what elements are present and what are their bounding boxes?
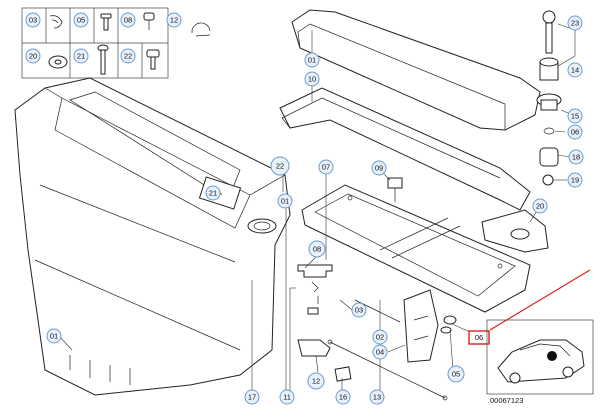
callout-16: 16 bbox=[335, 389, 351, 405]
svg-text:13: 13 bbox=[373, 393, 381, 402]
callout-20-lid: 20 bbox=[532, 198, 548, 214]
callout-13: 13 bbox=[369, 389, 385, 405]
svg-text:11: 11 bbox=[283, 393, 291, 402]
callout-03-hinge: 03 bbox=[351, 302, 367, 318]
callout-02: 02 bbox=[372, 329, 388, 345]
svg-text:16: 16 bbox=[339, 393, 347, 402]
svg-text:08: 08 bbox=[313, 245, 321, 254]
svg-text:02: 02 bbox=[376, 333, 384, 342]
lid-frame bbox=[279, 87, 531, 211]
long-screw-part bbox=[97, 44, 109, 75]
svg-text:18: 18 bbox=[572, 153, 580, 162]
callout-21: 21 bbox=[73, 48, 89, 64]
callout-12-hinge: 12 bbox=[307, 372, 325, 390]
svg-text:06: 06 bbox=[571, 128, 579, 137]
callout-07: 07 bbox=[318, 159, 334, 175]
svg-text:05: 05 bbox=[77, 16, 85, 25]
svg-text:01: 01 bbox=[308, 56, 316, 65]
small-parts-grid bbox=[21, 7, 211, 79]
svg-text:22: 22 bbox=[124, 52, 132, 61]
svg-text:12: 12 bbox=[170, 16, 178, 25]
callout-10: 10 bbox=[304, 71, 320, 87]
console-housing bbox=[14, 77, 291, 396]
armrest-lid bbox=[291, 9, 541, 131]
svg-text:22: 22 bbox=[276, 162, 284, 171]
svg-text:09: 09 bbox=[375, 164, 383, 173]
callout-12: 12 bbox=[166, 12, 182, 28]
callout-14: 14 bbox=[567, 62, 583, 78]
screw-part bbox=[100, 13, 112, 31]
callout-05: 05 bbox=[73, 12, 89, 28]
svg-text:06: 06 bbox=[475, 333, 483, 342]
callout-08: 08 bbox=[120, 12, 136, 28]
svg-text:05: 05 bbox=[452, 370, 460, 379]
callout-17: 17 bbox=[244, 389, 260, 405]
callout-20: 20 bbox=[25, 48, 41, 64]
svg-text:08: 08 bbox=[124, 16, 132, 25]
rear-bracket bbox=[481, 209, 549, 253]
callout-15: 15 bbox=[567, 108, 583, 124]
callout-21-housing: 21 bbox=[205, 185, 221, 201]
svg-text:19: 19 bbox=[571, 176, 579, 185]
svg-text:12: 12 bbox=[312, 377, 320, 386]
svg-text:23: 23 bbox=[571, 19, 579, 28]
washer-part bbox=[48, 55, 68, 69]
callout-09: 09 bbox=[371, 160, 387, 176]
svg-text:03: 03 bbox=[355, 306, 363, 315]
callout-22: 22 bbox=[120, 48, 136, 64]
svg-text:01: 01 bbox=[50, 332, 58, 341]
location-marker bbox=[547, 351, 557, 361]
svg-text:17: 17 bbox=[248, 393, 256, 402]
leader-lines bbox=[58, 23, 576, 392]
callout-11: 11 bbox=[279, 389, 295, 405]
vehicle-thumbnail: 00067123 bbox=[486, 319, 594, 405]
svg-text:15: 15 bbox=[571, 112, 579, 121]
callout-04: 04 bbox=[372, 344, 388, 360]
svg-text:10: 10 bbox=[308, 75, 316, 84]
svg-text:07: 07 bbox=[322, 163, 330, 172]
screw-part bbox=[143, 12, 155, 30]
callout-05-latch: 05 bbox=[447, 365, 465, 383]
circlip-part bbox=[191, 22, 211, 37]
callout-23: 23 bbox=[567, 15, 583, 31]
svg-text:20: 20 bbox=[536, 202, 544, 211]
callout-01-base: 01 bbox=[46, 328, 62, 344]
catalog-number: 00067123 bbox=[490, 396, 523, 405]
hinge-parts bbox=[297, 177, 457, 401]
callout-01: 01 bbox=[304, 52, 320, 68]
svg-text:01: 01 bbox=[281, 197, 289, 206]
callout-01-housing: 01 bbox=[277, 193, 293, 209]
svg-text:20: 20 bbox=[29, 52, 37, 61]
callout-18: 18 bbox=[568, 149, 584, 165]
svg-text:03: 03 bbox=[29, 16, 37, 25]
svg-text:04: 04 bbox=[376, 348, 384, 357]
svg-text:14: 14 bbox=[571, 66, 579, 75]
callout-22-housing: 22 bbox=[270, 156, 290, 176]
callout-08-hinge: 08 bbox=[308, 240, 326, 258]
callout-19: 19 bbox=[567, 172, 583, 188]
screw-part bbox=[146, 49, 160, 70]
callout-06: 06 bbox=[567, 124, 583, 140]
svg-text:21: 21 bbox=[209, 189, 217, 198]
clip-part bbox=[49, 15, 63, 29]
svg-text:21: 21 bbox=[77, 52, 85, 61]
tray-base bbox=[301, 184, 531, 313]
callout-03: 03 bbox=[25, 12, 41, 28]
lock-assembly bbox=[536, 10, 562, 186]
highlighted-callout-06[interactable]: 06 bbox=[468, 330, 490, 345]
